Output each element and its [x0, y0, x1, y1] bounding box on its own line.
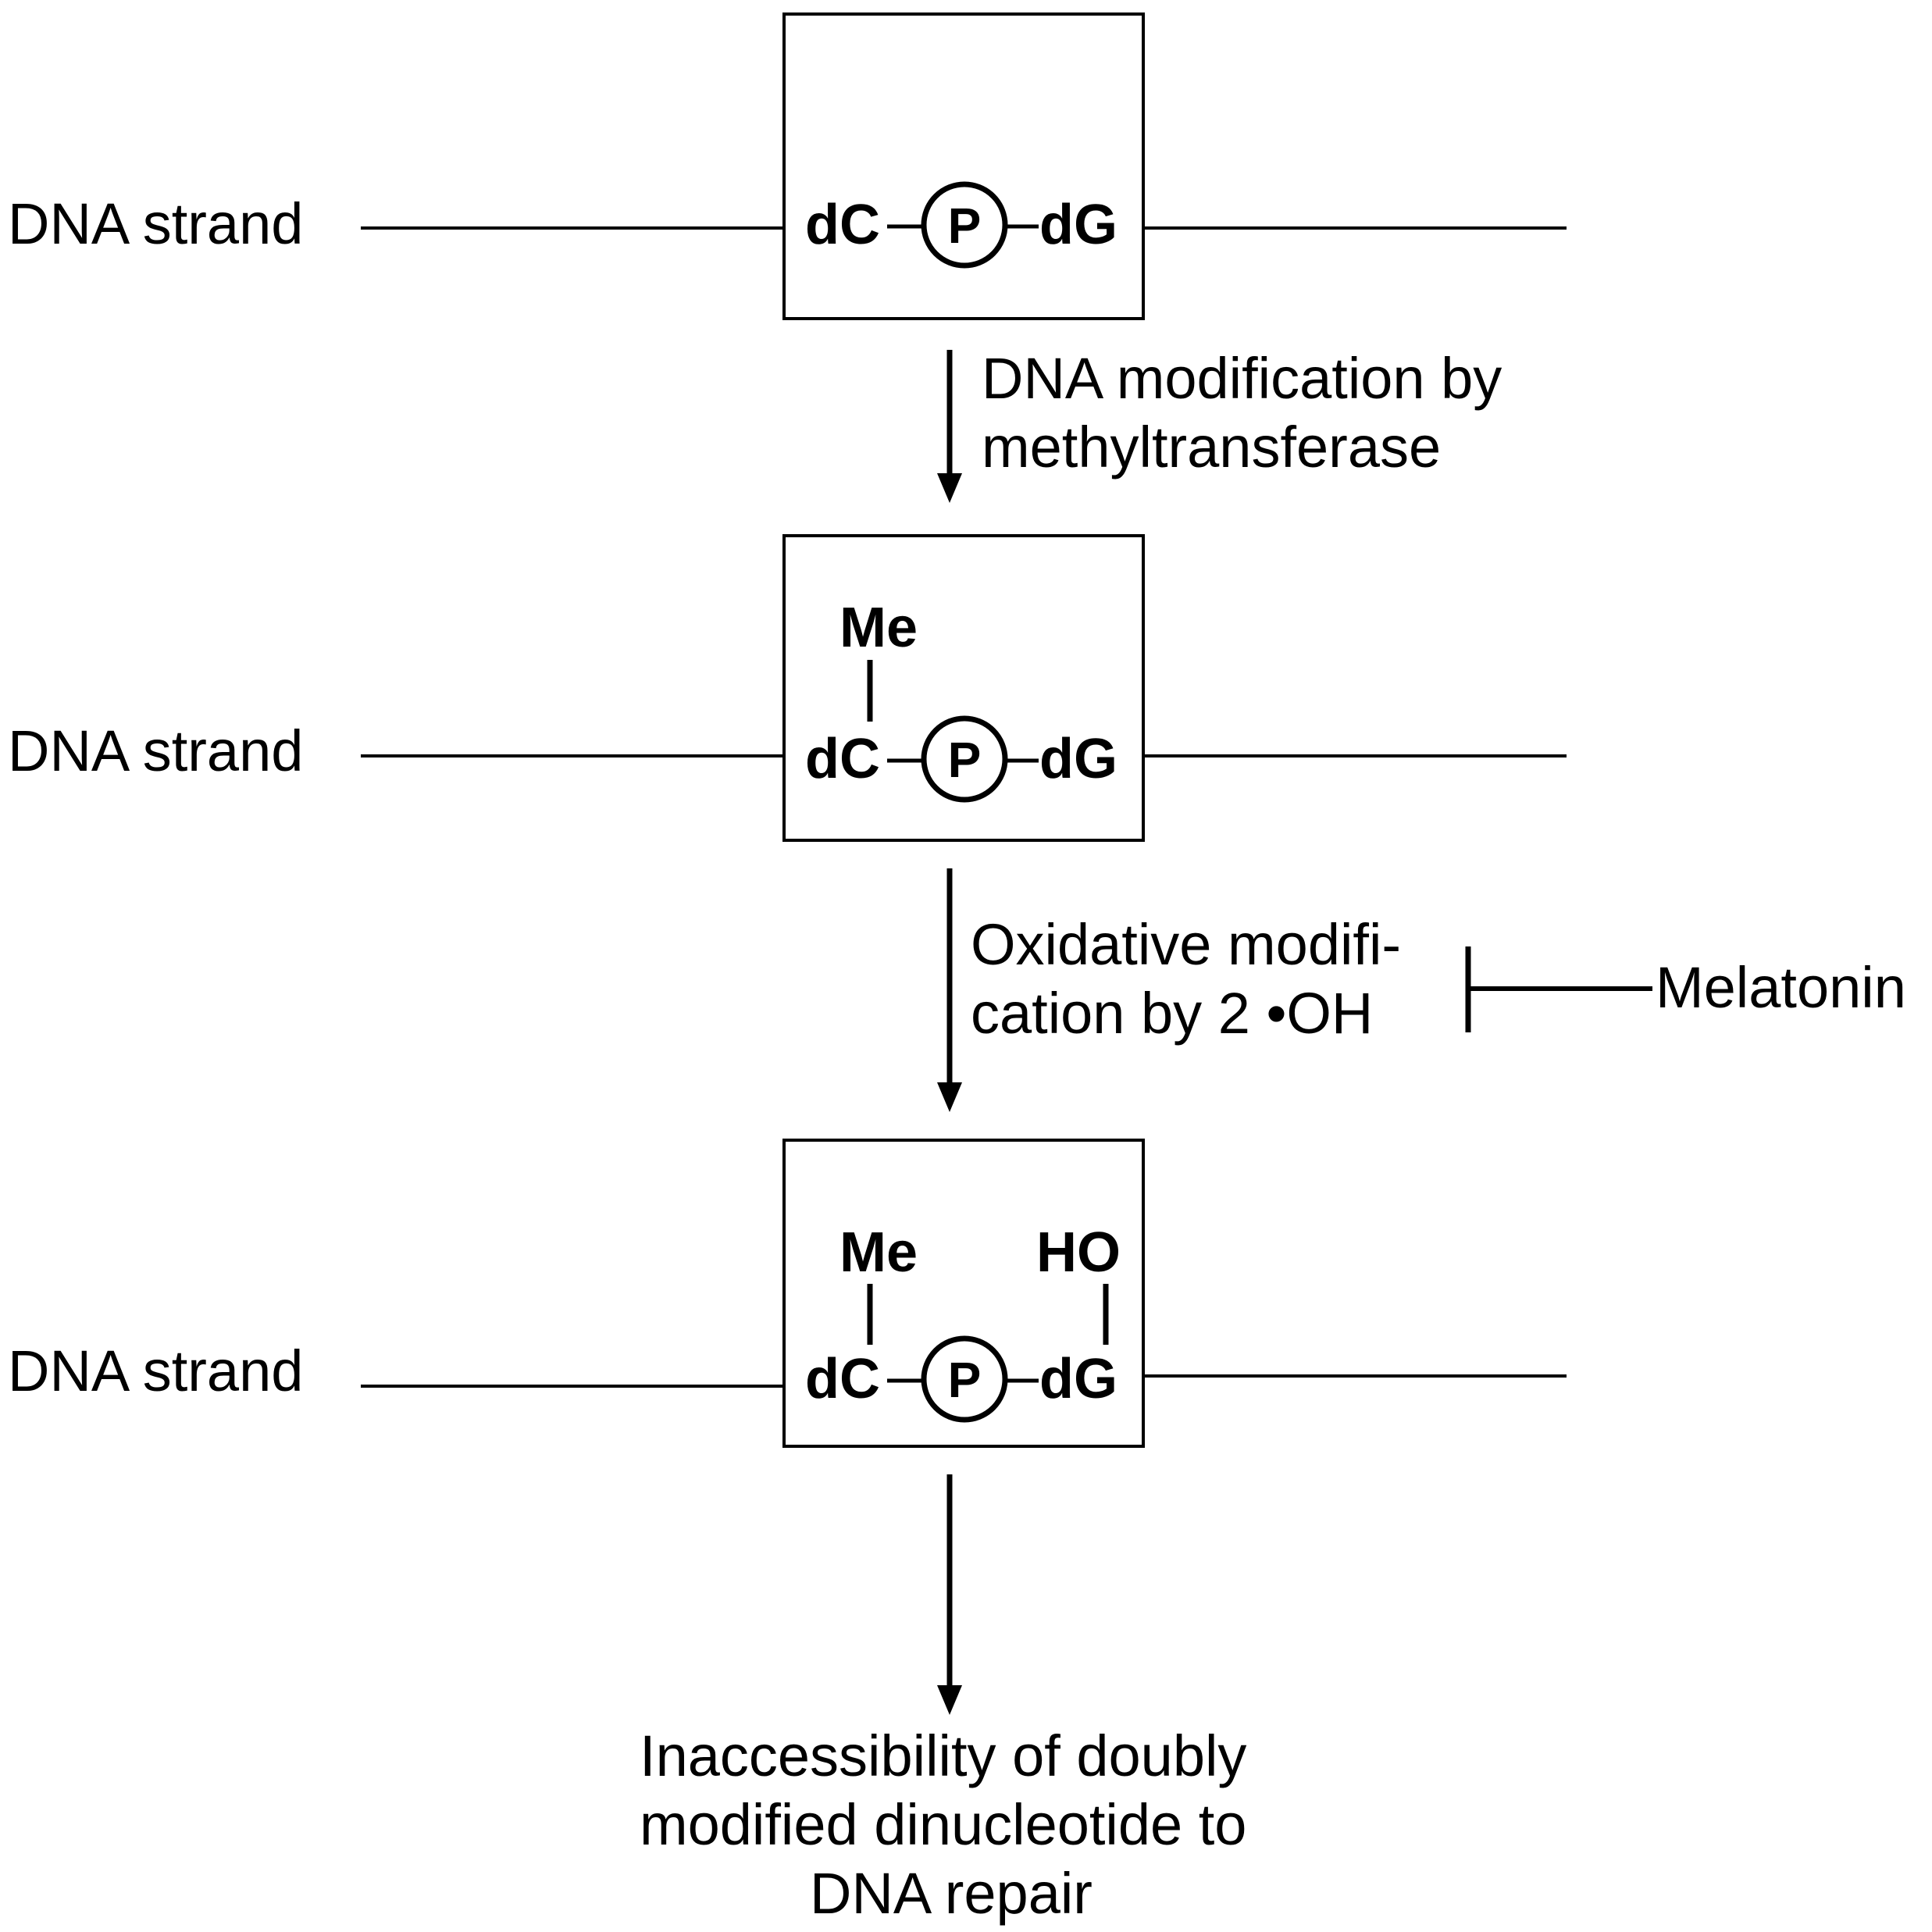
methyl-label-3: Me: [839, 1221, 918, 1284]
methyl-label-2: Me: [839, 597, 918, 659]
outcome-label: Inaccessibility of doubly modified dinuc…: [640, 1723, 1263, 1926]
strand-label-3: DNA strand: [8, 1338, 303, 1403]
dC-label-1: dC: [805, 194, 880, 256]
dG-label-2: dG: [1039, 728, 1117, 790]
phosphate-label-3: P: [948, 1352, 982, 1408]
stage-1-unmodified: DNA strand dC P dG: [8, 12, 1567, 320]
dG-label-3: dG: [1039, 1348, 1117, 1410]
dinucleotide-box-3: [782, 1139, 1145, 1448]
melatonin-label: Melatonin: [1656, 955, 1906, 1020]
step1-label: DNA modification by methyltransferase: [982, 346, 1518, 479]
strand-label-1: DNA strand: [8, 191, 303, 256]
dC-label-3: dC: [805, 1348, 880, 1410]
arrow-methylation: [937, 350, 962, 503]
dinucleotide-box-1: [782, 12, 1145, 320]
phosphate-label-2: P: [948, 732, 982, 788]
arrow-outcome: [937, 1474, 962, 1715]
dC-label-2: dC: [805, 728, 880, 790]
arrow-oxidation: [937, 868, 962, 1112]
strand-label-2: DNA strand: [8, 718, 303, 783]
stage-3-doubly-modified: DNA strand Me HO dC P dG: [8, 1139, 1567, 1448]
inhibition-bar: [1465, 946, 1652, 1032]
dinucleotide-box-2: [782, 534, 1145, 842]
step2-label: Oxidative modifi- cation by 2 •OH: [971, 912, 1417, 1046]
dG-label-1: dG: [1039, 194, 1117, 256]
stage-2-methylated: DNA strand Me dC P dG: [8, 534, 1567, 842]
hydroxyl-label-3: HO: [1036, 1221, 1121, 1284]
phosphate-label-1: P: [948, 198, 982, 254]
